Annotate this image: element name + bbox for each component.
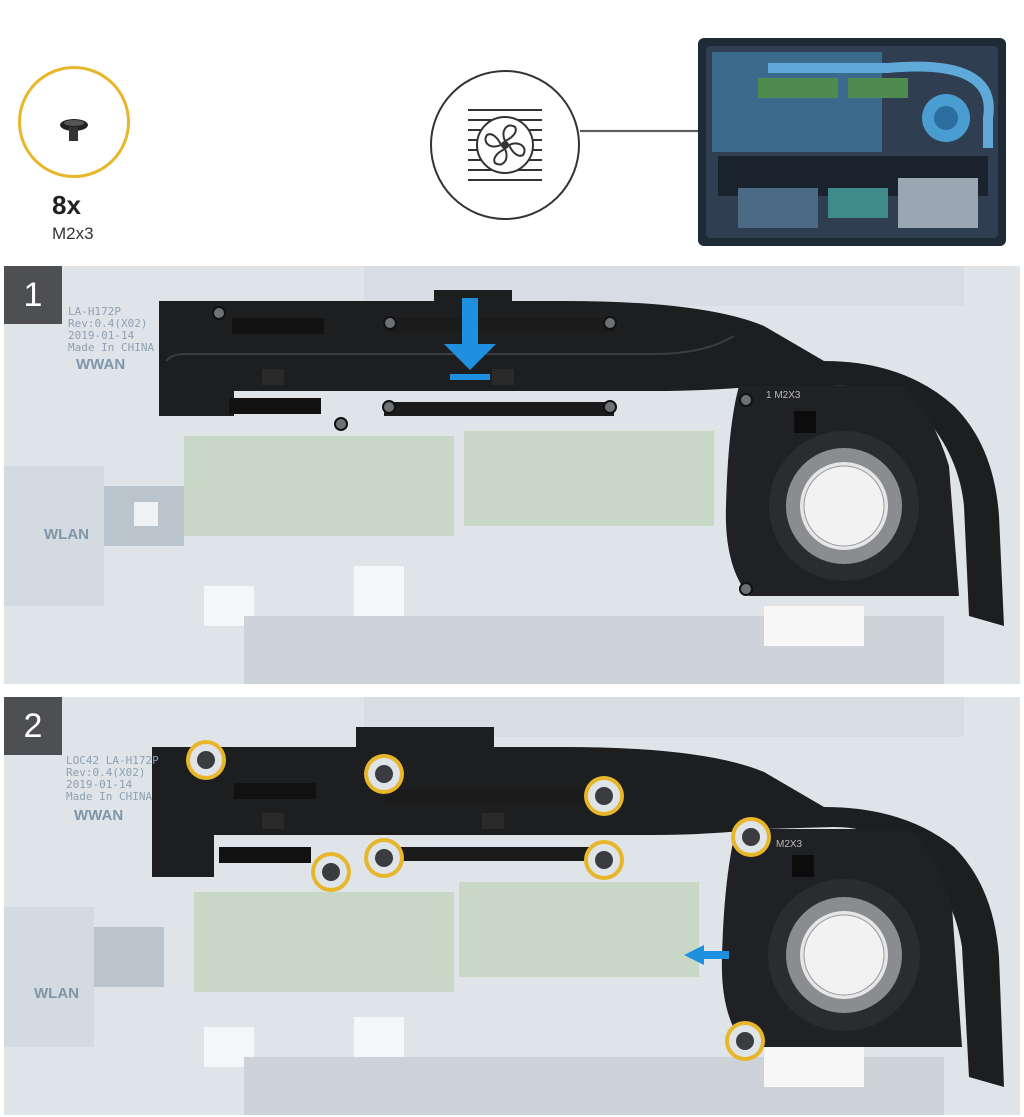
screw-legend-circle [18, 66, 130, 178]
fan-callout [430, 70, 580, 220]
laptop-overview [698, 38, 1006, 246]
board-text-line: LOC42 LA-H172P [66, 754, 159, 767]
screw-quantity: 8x [52, 190, 81, 220]
board-silkscreen: LOC42 LA-H172P Rev:0.4(X02) 2019-01-14 M… [66, 755, 159, 803]
board-text-line: Rev:0.4(X02) [68, 317, 148, 330]
board-text-line: 2019-01-14 [66, 778, 133, 791]
step-number: 2 [4, 697, 62, 755]
wwan-label: WWAN [74, 807, 124, 824]
step-2-panel: 2 LOC42 LA-H172P Rev:0.4(X02) 2019-01-14… [4, 697, 1020, 1115]
wlan-label: WLAN [44, 526, 89, 543]
fan-icon [468, 109, 542, 181]
wlan-label: WLAN [34, 985, 79, 1002]
step-1-panel: 1 LA-H172P Rev:0.4(X02) 2019-01-14 Made … [4, 266, 1020, 684]
step-1-illustration [4, 266, 1020, 684]
fan-screw-label: M2X3 [776, 839, 803, 850]
screw-icon [60, 119, 88, 141]
screw-size: M2x3 [52, 224, 94, 243]
screw-highlights [186, 740, 771, 1061]
board-text-line: Rev:0.4(X02) [66, 766, 146, 779]
step-2-illustration [4, 697, 1020, 1115]
board-text-line: Made In CHINA [68, 341, 155, 354]
board-text-line: 2019-01-14 [68, 329, 135, 342]
step-number: 1 [4, 266, 62, 324]
board-silkscreen: LA-H172P Rev:0.4(X02) 2019-01-14 Made In… [68, 306, 154, 354]
board-text-line: LA-H172P [68, 305, 121, 318]
board-text-line: Made In CHINA [66, 790, 153, 803]
left-arrow-icon [684, 945, 729, 965]
fan-screw-label: 1 M2X3 [766, 390, 801, 401]
down-arrow-icon [444, 298, 496, 380]
wwan-label: WWAN [76, 356, 126, 373]
